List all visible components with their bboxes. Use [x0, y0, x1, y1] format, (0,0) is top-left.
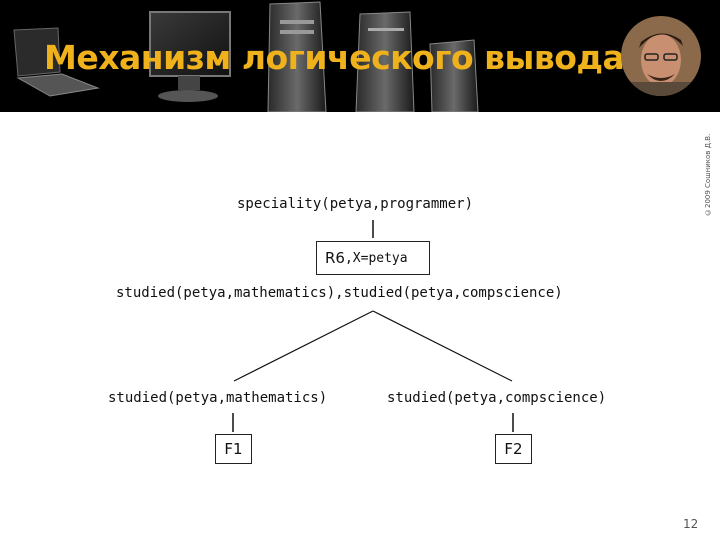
connector-branch-right: [372, 310, 513, 382]
left-subgoal: studied(petya,mathematics): [108, 390, 328, 406]
author-photo: [621, 16, 701, 96]
server-tower-icon: [355, 11, 415, 112]
laptop-icon: [13, 27, 100, 97]
rule-id: R6: [325, 249, 345, 267]
conjunction-goal: studied(petya,mathematics),studied(petya…: [116, 285, 563, 301]
rule-binding: ,X=petya: [344, 250, 408, 266]
connector-branch-left: [233, 310, 374, 382]
slide-title: Механизм логического вывода: [44, 38, 625, 77]
rule-box: R6 ,X=petya: [316, 241, 430, 275]
fact-box-left: F1: [215, 434, 252, 464]
server-tower-icon: [267, 1, 327, 112]
root-goal: speciality(petya,programmer): [237, 196, 474, 212]
fact-box-right: F2: [495, 434, 532, 464]
monitor-icon: [149, 11, 231, 102]
header-banner: Механизм логического вывода: [0, 0, 720, 112]
computers-illustration: [13, 1, 479, 112]
right-subgoal: studied(petya,compscience): [387, 390, 607, 406]
server-tower-icon: [429, 39, 479, 112]
page-number: 12: [683, 517, 699, 531]
